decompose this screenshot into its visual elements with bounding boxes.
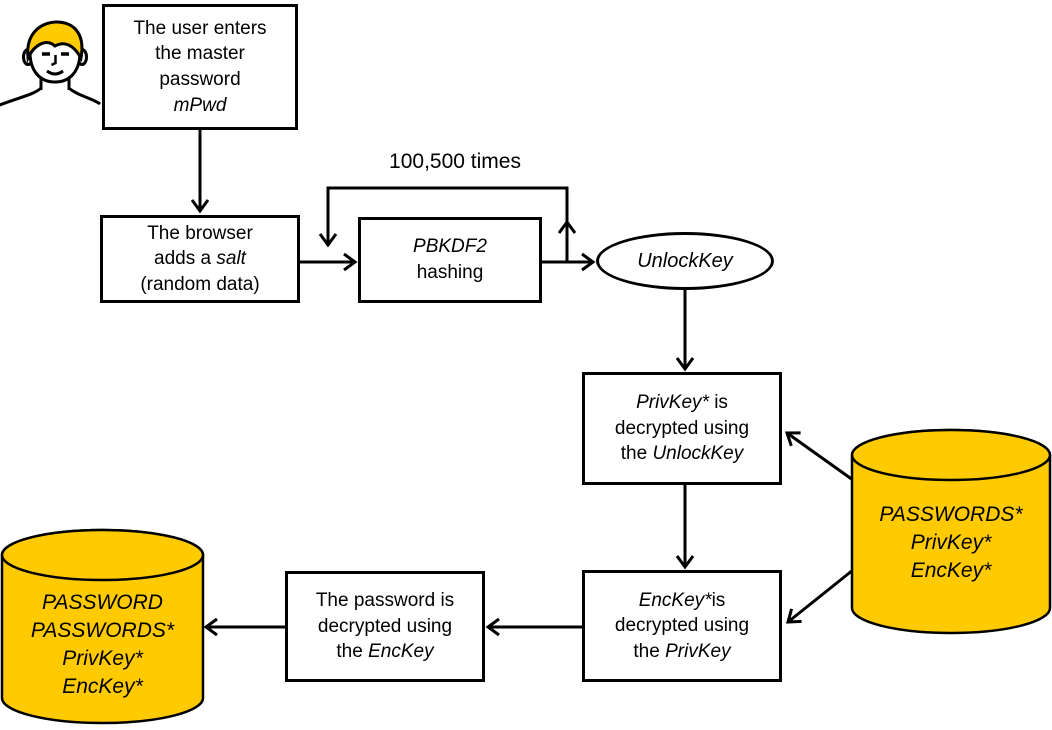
pbkdf2-box-text: PBKDF2 hashing — [413, 234, 487, 285]
right-database-label: PASSWORDS* PrivKey* EncKey* — [852, 501, 1050, 585]
text-line: EncKey*is — [638, 589, 726, 611]
privkey-box-text: PrivKey* is decrypted using the UnlockKe… — [615, 390, 749, 467]
left-database-label: PASSWORD PASSWORDS* PrivKey* EncKey* — [2, 589, 203, 701]
cylinder-top-rim — [0, 528, 205, 582]
text-line: The password is — [315, 590, 455, 612]
enckey-box: EncKey*is decrypted using the PrivKey — [582, 570, 782, 682]
loop-arrowhead-up — [557, 219, 577, 234]
loop-arrowhead-down — [318, 233, 338, 248]
pbkdf2-box: PBKDF2 hashing — [358, 217, 542, 303]
right-database-cylinder-icon — [850, 428, 1052, 635]
text-line: decrypted using — [614, 615, 750, 637]
text-line: PBKDF2 — [413, 236, 487, 258]
text-line: PrivKey* — [62, 647, 143, 670]
text-line: PrivKey* is — [636, 392, 728, 414]
text-line: adds a salt — [154, 248, 246, 270]
text-line: the PrivKey — [633, 640, 731, 662]
user-box-text: The user enters the master password mPwd — [133, 16, 266, 119]
arrow-rightdb-to-privkey — [784, 431, 854, 482]
text-line: the UnlockKey — [620, 443, 744, 465]
text-line: decrypted using — [614, 417, 750, 439]
text-line: PrivKey* — [910, 531, 992, 554]
loop-line — [326, 186, 569, 262]
privkey-box: PrivKey* is decrypted using the UnlockKe… — [582, 372, 782, 485]
mouth-line — [46, 69, 64, 76]
text-line: decrypted using — [317, 615, 453, 637]
user-person-icon — [0, 20, 101, 107]
text-line: the EncKey — [336, 641, 434, 663]
cylinder-top-rim — [850, 428, 1052, 482]
text-line: mPwd — [173, 94, 227, 116]
text-line: The browser — [147, 222, 253, 244]
text-line: (random data) — [140, 273, 260, 295]
loop-count-label: 100,500 times — [389, 150, 521, 173]
text-line: EncKey* — [910, 559, 992, 582]
salt-box: The browser adds a salt (random data) — [100, 215, 300, 303]
text-line: PASSWORDS* — [30, 619, 175, 642]
shoulder-right-line — [67, 86, 101, 106]
shoulder-left-line — [0, 86, 43, 107]
text-line: PASSWORDS* — [879, 503, 1023, 526]
text-line: EncKey* — [62, 675, 143, 698]
salt-box-text: The browser adds a salt (random data) — [140, 221, 259, 298]
text-line: The user enters — [133, 17, 267, 39]
text-line: the master — [155, 43, 245, 65]
text-line: UnlockKey — [637, 249, 733, 272]
text-line: PASSWORD — [42, 591, 163, 614]
user-box: The user enters the master password mPwd — [102, 4, 298, 130]
text-line: hashing — [416, 262, 484, 283]
nose-line — [50, 55, 57, 67]
text-line: password — [159, 69, 241, 90]
password-box-text: The password is decrypted using the EncK… — [316, 588, 454, 665]
hair-shape — [26, 20, 84, 64]
password-box: The password is decrypted using the EncK… — [285, 571, 485, 682]
left-database-cylinder-icon — [0, 528, 205, 725]
arrow-rightdb-to-enckey — [786, 568, 854, 624]
enckey-box-text: EncKey*is decrypted using the PrivKey — [615, 588, 749, 665]
unlockkey-ellipse: UnlockKey — [596, 232, 774, 290]
